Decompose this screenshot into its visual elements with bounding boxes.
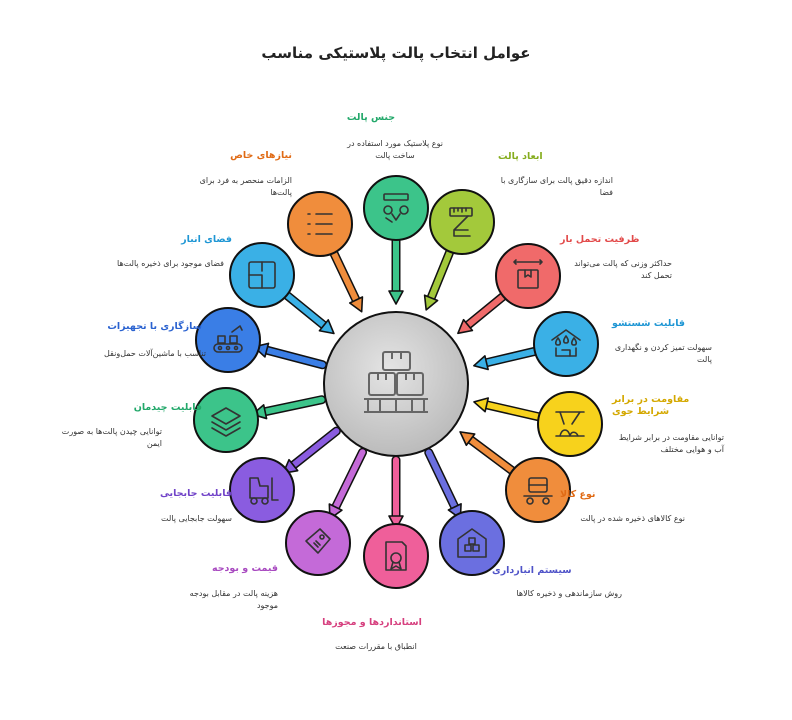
- factor-desc-standards: انطباق با مقررات صنعت: [335, 642, 417, 651]
- factor-node-goods: [505, 457, 571, 523]
- connector-mobility: [282, 426, 341, 475]
- factor-desc-storage: روش سازماندهی و ذخیره کالاها: [516, 589, 622, 598]
- factor-node-standards: [363, 523, 429, 589]
- factor-desc-capacity: حداکثر وزنی که پالت می‌تواند تحمل کند: [574, 259, 672, 280]
- factor-desc-material: نوع پلاستیک مورد استفاده در ساخت پالت: [347, 139, 443, 160]
- connector-dimensions: [423, 248, 455, 311]
- factor-node-stackable: [193, 387, 259, 453]
- connector-storage: [424, 448, 462, 520]
- factor-title-weather: مقاومت در برابر شرایط جوی: [612, 394, 720, 418]
- factor-desc-special: الزامات منحصر به فرد برای پالت‌ها: [199, 176, 292, 197]
- connector-standards: [388, 455, 404, 530]
- factor-title-text: قابلیت چیدمان: [133, 402, 202, 413]
- factor-title-space: فضای انبار: [132, 234, 232, 246]
- factor-title-stackable: قابلیت چیدمان: [102, 402, 202, 414]
- factor-title-text: استانداردها و مجوزها: [322, 617, 422, 628]
- diagram-title: عوامل انتخاب پالت پلاستیکی مناسب: [261, 44, 531, 62]
- warehouse-icon: [457, 528, 487, 558]
- connector-price: [328, 447, 368, 520]
- factor-desc-equipment: تناسب با ماشین‌آلات حمل‌ونقل: [104, 349, 206, 358]
- factor-desc-mobility: سهولت جابجایی پالت: [161, 514, 232, 523]
- factor-title-material: جنس پالت: [296, 112, 446, 124]
- pallet-boxes-icon: [364, 351, 428, 413]
- box-weight-icon: [513, 259, 543, 289]
- factor-title-text: قابلیت جابجایی: [159, 488, 232, 499]
- factor-title-mobility: قابلیت جابجایی: [132, 488, 232, 500]
- factor-node-mobility: [229, 457, 295, 523]
- connector-equipment: [253, 342, 327, 370]
- factor-title-text: سازگاری با تجهیزات: [107, 321, 202, 332]
- factor-title-text: ظرفیت تحمل بار: [560, 234, 640, 245]
- factor-title-standards: استانداردها و مجوزها: [306, 617, 438, 629]
- water-drops-icon: [551, 329, 581, 357]
- factor-title-equipment: سازگاری با تجهیزات: [82, 321, 202, 333]
- factor-desc-stackable: توانایی چیدن پالت‌ها به صورت ایمن: [61, 427, 162, 448]
- factor-title-price: قیمت و بودجه: [178, 563, 278, 575]
- factor-desc-dimensions: اندازه دقیق پالت برای سازگاری با فضا: [500, 176, 613, 197]
- factor-node-space: [229, 242, 295, 308]
- conveyor-icon: [213, 325, 243, 353]
- connector-weather: [473, 397, 543, 422]
- factor-title-text: قابلیت شستشو: [612, 318, 685, 329]
- connector-capacity: [457, 292, 507, 335]
- certificate-icon: [385, 541, 407, 571]
- factor-nodes: [193, 175, 603, 589]
- factor-title-dimensions: ابعاد پالت: [498, 151, 618, 163]
- connector-space: [283, 291, 335, 335]
- factor-title-special: نیازهای خاص: [186, 150, 292, 162]
- factor-title-text: ابعاد پالت: [498, 151, 543, 162]
- factor-desc-space: فضای موجود برای ذخیره پالت‌ها: [117, 259, 224, 268]
- factor-node-special: [287, 191, 353, 257]
- factor-node-weather: [537, 391, 603, 457]
- factor-desc-goods: نوع کالاهای ذخیره شده در پالت: [580, 514, 685, 523]
- forklift-icon: [249, 477, 279, 505]
- factor-title-washable: قابلیت شستشو: [612, 318, 712, 330]
- price-tag-icon: [305, 528, 331, 554]
- factor-node-equipment: [195, 307, 261, 373]
- factor-node-material: [363, 175, 429, 241]
- factor-title-text: مقاومت در برابر شرایط جوی: [612, 394, 690, 417]
- factor-title-capacity: ظرفیت تحمل بار: [560, 234, 672, 246]
- factor-title-text: نیازهای خاص: [230, 150, 292, 161]
- factor-title-text: فضای انبار: [181, 234, 232, 245]
- factor-title-storage: سیستم انبارداری: [492, 565, 592, 577]
- connector-washable: [473, 347, 539, 371]
- connector-goods: [459, 431, 517, 475]
- floor-plan-icon: [248, 261, 276, 289]
- weather-shelter-icon: [555, 411, 585, 437]
- layers-icon: [211, 407, 241, 437]
- connector-stackable: [251, 395, 327, 420]
- goods-cart-icon: [523, 477, 553, 505]
- factor-title-text: قیمت و بودجه: [211, 563, 278, 574]
- factor-node-price: [285, 510, 351, 576]
- factor-title-text: نوع کالا: [560, 489, 596, 500]
- factor-node-dimensions: [429, 189, 495, 255]
- factor-desc-price: هزینه پالت در مقابل بودجه موجود: [189, 589, 278, 610]
- center-node: [323, 311, 469, 457]
- factor-title-text: سیستم انبارداری: [492, 565, 572, 576]
- factor-desc-washable: سهولت تمیز کردن و نگهداری پالت: [614, 343, 712, 364]
- checklist-icon: [307, 213, 333, 235]
- factor-node-washable: [533, 311, 599, 377]
- factor-title-text: جنس پالت: [346, 112, 396, 123]
- connector-special: [329, 249, 364, 313]
- ruler-icon: [449, 207, 473, 237]
- factor-desc-weather: توانایی مقاومت در برابر شرایط آب و هوایی…: [618, 433, 724, 454]
- molecule-icon: [383, 193, 409, 223]
- factor-node-storage: [439, 510, 505, 576]
- connectors: [251, 236, 543, 530]
- factor-title-goods: نوع کالا: [560, 489, 660, 501]
- connector-material: [388, 236, 404, 305]
- factor-node-capacity: [495, 243, 561, 309]
